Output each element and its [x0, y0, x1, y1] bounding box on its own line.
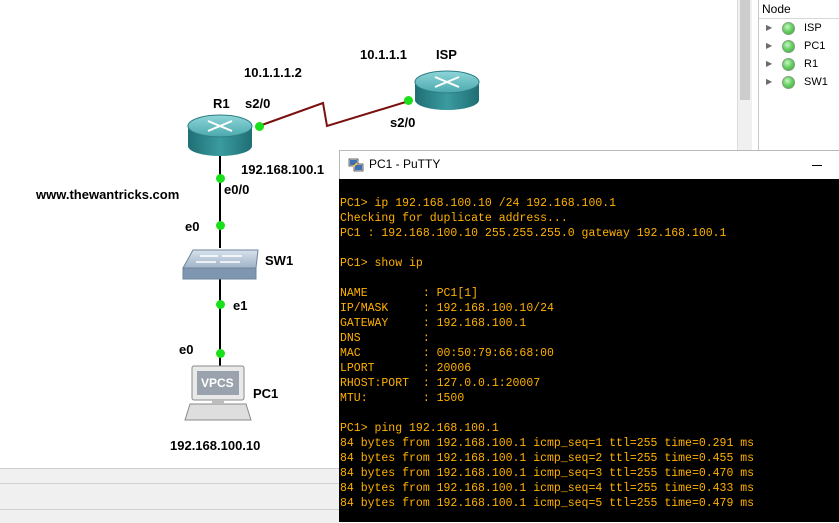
terminal-line: 84 bytes from 192.168.100.1 icmp_seq=1 t… — [340, 437, 755, 450]
putty-window[interactable]: PC1 - PuTTY PC1> ip 192.168.100.10 /24 1… — [339, 150, 839, 522]
minimize-button[interactable] — [794, 151, 839, 180]
terminal-line — [340, 406, 839, 421]
terminal-line: LPORT : 20006 — [340, 362, 472, 375]
pc-ip-label: 192.168.100.10 — [170, 438, 261, 453]
putty-app-icon — [348, 158, 364, 172]
terminal-line — [340, 241, 839, 256]
status-led-icon — [782, 40, 795, 53]
port-status-dot — [216, 221, 225, 230]
port-label: e0 — [179, 342, 194, 357]
router-icon[interactable] — [187, 114, 253, 156]
status-led-icon — [782, 76, 795, 89]
terminal-line: DNS : — [340, 332, 430, 345]
terminal-line: Checking for duplicate address... — [340, 212, 568, 225]
terminal-line: MTU: : 1500 — [340, 392, 465, 405]
port-label: e1 — [233, 298, 248, 313]
node-item-isp[interactable]: ▶ ISP — [759, 19, 839, 37]
status-led-icon — [782, 58, 795, 71]
port-status-dot — [255, 122, 264, 131]
expand-arrow-icon[interactable]: ▶ — [766, 41, 773, 50]
expand-arrow-icon[interactable]: ▶ — [766, 59, 773, 68]
node-item-sw1[interactable]: ▶ SW1 — [759, 73, 839, 91]
terminal-line: PC1 : 192.168.100.10 255.255.255.0 gatew… — [340, 227, 727, 240]
node-item-pc1[interactable]: ▶ PC1 — [759, 37, 839, 55]
terminal-line — [340, 271, 839, 286]
node-item-label: ISP — [804, 22, 822, 34]
link-ip-label: 10.1.1.1 — [360, 47, 407, 62]
watermark-text: www.thewantricks.com — [36, 187, 180, 202]
device-label-r1[interactable]: R1 — [213, 96, 230, 111]
vpcs-icon[interactable] — [184, 365, 252, 421]
port-label: s2/0 — [390, 115, 416, 130]
port-status-dot — [216, 174, 225, 183]
device-label-pc1[interactable]: PC1 — [253, 386, 279, 401]
router-icon[interactable] — [414, 70, 480, 110]
status-led-icon — [782, 22, 795, 35]
node-panel-header[interactable]: Node — [759, 0, 839, 19]
device-label-isp[interactable]: ISP — [436, 47, 457, 62]
expand-arrow-icon[interactable]: ▶ — [766, 77, 773, 86]
scrollbar-thumb[interactable] — [740, 0, 750, 100]
node-item-label: SW1 — [804, 76, 828, 88]
vpcs-icon-text: VPCS — [201, 376, 234, 390]
divider — [0, 509, 339, 510]
link-ip-label: 192.168.100.1 — [241, 162, 325, 177]
terminal-line: 84 bytes from 192.168.100.1 icmp_seq=3 t… — [340, 467, 755, 480]
terminal-line: PC1> show ip — [340, 257, 423, 270]
terminal-line: 84 bytes from 192.168.100.1 icmp_seq=2 t… — [340, 452, 755, 465]
device-label-sw1[interactable]: SW1 — [265, 253, 294, 268]
serial-link[interactable] — [258, 100, 410, 128]
terminal-output[interactable]: PC1> ip 192.168.100.10 /24 192.168.100.1… — [339, 179, 839, 522]
port-label: e0/0 — [224, 182, 250, 197]
link-ip-label: 10.1.1.1.2 — [244, 65, 302, 80]
node-item-label: R1 — [804, 58, 819, 70]
terminal-line: PC1> ping 192.168.100.1 — [340, 422, 499, 435]
node-item-r1[interactable]: ▶ R1 — [759, 55, 839, 73]
putty-window-title: PC1 - PuTTY — [369, 157, 441, 171]
console-area — [0, 468, 339, 523]
expand-arrow-icon[interactable]: ▶ — [766, 23, 773, 32]
switch-icon[interactable] — [182, 249, 259, 280]
port-label: e0 — [185, 219, 200, 234]
port-label: s2/0 — [245, 96, 271, 111]
terminal-line: IP/MASK : 192.168.100.10/24 — [340, 302, 554, 315]
port-status-dot — [404, 96, 413, 105]
port-status-dot — [216, 300, 225, 309]
port-status-dot — [216, 349, 225, 358]
terminal-line: MAC : 00:50:79:66:68:00 — [340, 347, 554, 360]
putty-titlebar[interactable]: PC1 - PuTTY — [339, 150, 839, 180]
divider — [0, 483, 339, 484]
topology-links — [182, 70, 480, 421]
terminal-line: 84 bytes from 192.168.100.1 icmp_seq=5 t… — [340, 497, 755, 510]
terminal-line: 84 bytes from 192.168.100.1 icmp_seq=4 t… — [340, 482, 755, 495]
terminal-line: RHOST:PORT : 127.0.0.1:20007 — [340, 377, 541, 390]
node-panel: Node ▶ ISP ▶ PC1 ▶ R1 ▶ SW1 — [758, 0, 839, 150]
terminal-line: GATEWAY : 192.168.100.1 — [340, 317, 527, 330]
terminal-line: NAME : PC1[1] — [340, 287, 479, 300]
minimize-icon — [812, 165, 822, 166]
node-item-label: PC1 — [804, 40, 826, 52]
terminal-line: PC1> ip 192.168.100.10 /24 192.168.100.1 — [340, 197, 617, 210]
